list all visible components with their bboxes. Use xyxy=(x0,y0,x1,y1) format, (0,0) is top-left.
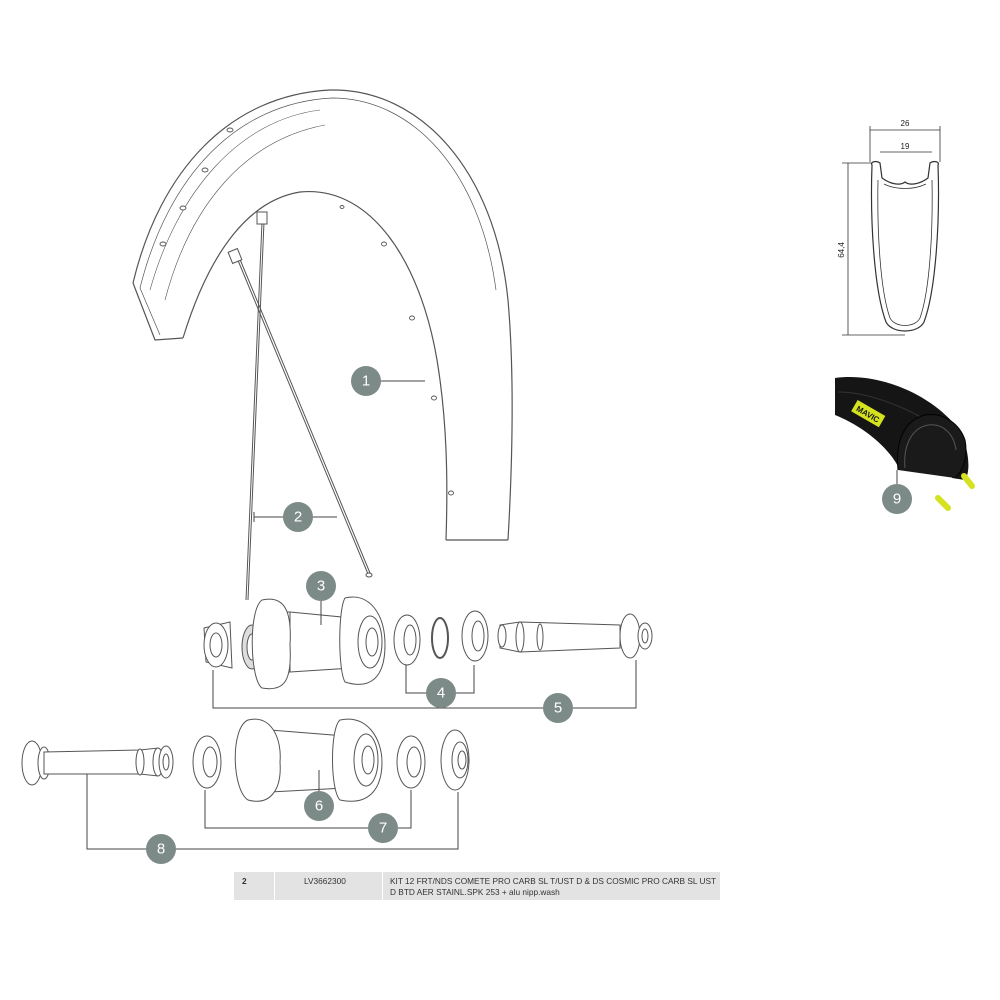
svg-text:3: 3 xyxy=(317,578,325,595)
tire-drawing: MAVIC xyxy=(835,377,975,511)
rim-height-label: 64,4 xyxy=(837,242,846,258)
svg-text:6: 6 xyxy=(315,798,323,815)
inner-width-label: 19 xyxy=(901,142,910,151)
callout-2: 2 xyxy=(283,502,313,532)
outer-width-label: 26 xyxy=(901,119,910,128)
part-number: 2 xyxy=(242,876,247,886)
parts-table-row: 2 LV3662300 KIT 12 FRT/NDS COMETE PRO CA… xyxy=(234,872,720,900)
callout-9: 9 xyxy=(882,484,912,514)
part-reference: LV3662300 xyxy=(304,876,346,886)
rim-drawing xyxy=(132,89,513,541)
svg-text:9: 9 xyxy=(893,491,901,508)
callout-4: 4 xyxy=(426,678,456,708)
callout-6: 6 xyxy=(304,791,334,821)
hub-assembly-top xyxy=(203,596,653,690)
svg-text:5: 5 xyxy=(554,700,562,717)
part-description: KIT 12 FRT/NDS COMETE PRO CARB SL T/UST … xyxy=(390,876,716,897)
table-divider xyxy=(274,872,275,900)
svg-text:4: 4 xyxy=(437,685,445,702)
svg-text:1: 1 xyxy=(362,373,370,390)
svg-text:8: 8 xyxy=(157,841,165,858)
rim-cross-section: 26 19 64,4 xyxy=(837,119,941,336)
callout-8: 8 xyxy=(146,834,176,864)
leader-lines xyxy=(86,380,898,850)
svg-text:2: 2 xyxy=(294,509,302,526)
table-divider xyxy=(382,872,383,900)
svg-text:7: 7 xyxy=(379,820,387,837)
callout-3: 3 xyxy=(306,571,336,601)
callout-1: 1 xyxy=(351,366,381,396)
callout-5: 5 xyxy=(543,693,573,723)
spokes-drawing xyxy=(227,211,373,601)
hub-assembly-bottom xyxy=(21,718,470,802)
callout-7: 7 xyxy=(368,813,398,843)
